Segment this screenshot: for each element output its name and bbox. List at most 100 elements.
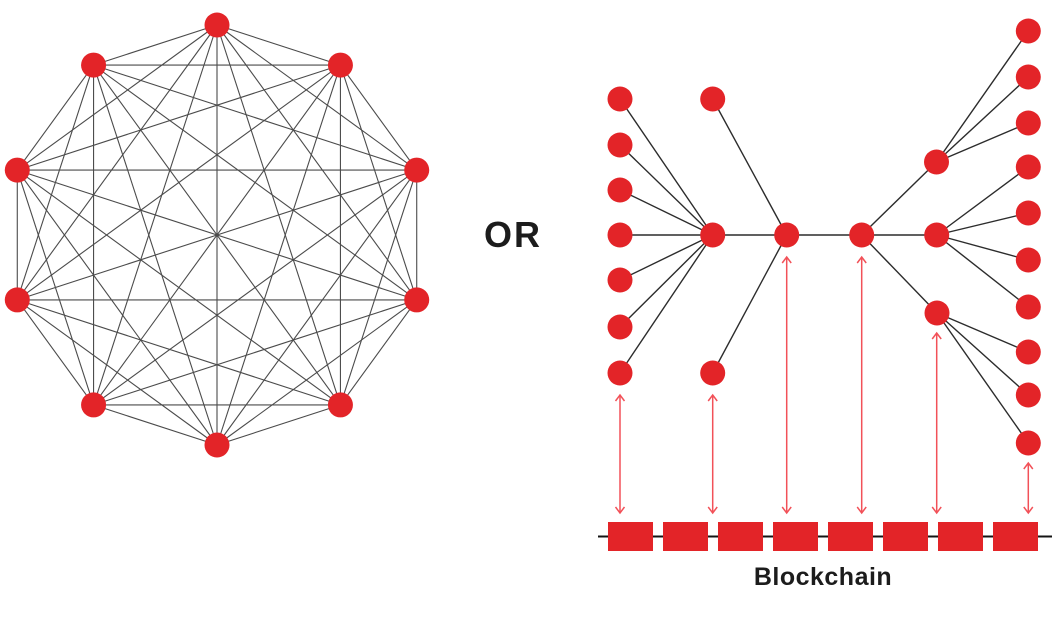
tree-edge [619, 144, 714, 236]
tree-leaf-node [1015, 18, 1041, 44]
mesh-network-diagram [4, 12, 430, 458]
tree-edge [936, 234, 1029, 261]
mesh-edge [216, 24, 418, 301]
sync-arrow-head-up [856, 255, 867, 264]
tree-leaf-node [1015, 154, 1041, 180]
mesh-edge [16, 169, 218, 446]
sync-arrow-head-down [707, 506, 718, 515]
mesh-edge [93, 64, 417, 171]
mesh-edge [16, 169, 341, 406]
tree-leaf-node [607, 86, 633, 112]
tree-leaf-node [607, 267, 633, 293]
mesh-node [327, 52, 353, 78]
tree-edge [936, 212, 1029, 236]
tree-edge [619, 98, 714, 236]
mesh-edge [16, 299, 95, 406]
sync-arrow-head-up [931, 331, 942, 340]
mesh-edge [93, 64, 218, 446]
mesh-edge [17, 299, 341, 406]
tree-hub-node [774, 222, 800, 248]
sync-arrow-head-up [707, 393, 718, 402]
mesh-node [404, 287, 430, 313]
mesh-edge [216, 24, 341, 66]
mesh-node [81, 392, 107, 418]
mesh-edge [216, 169, 418, 446]
or-label: OR [484, 214, 542, 255]
blockchain-block [718, 522, 763, 551]
mesh-edge [93, 64, 418, 301]
blockchain-block [938, 522, 983, 551]
blockchain-block [773, 522, 818, 551]
sync-arrow-head-down [931, 506, 942, 515]
mesh-edge [16, 24, 218, 301]
tree-edge [936, 312, 1029, 396]
tree-leaf-node [607, 314, 633, 340]
sync-arrow-head-up [614, 393, 626, 402]
mesh-edge [339, 299, 418, 406]
mesh-edge [16, 64, 95, 171]
tree-edge [936, 76, 1029, 163]
tree-leaf-node [1015, 382, 1041, 408]
tree-edge [936, 122, 1029, 163]
tree-leaf-node [700, 360, 726, 386]
mesh-node [4, 157, 30, 183]
mesh-node [81, 52, 107, 78]
mesh-node [204, 12, 230, 38]
mesh-node [327, 392, 353, 418]
tree-leaf-node [700, 86, 726, 112]
mesh-edge [93, 64, 341, 406]
tree-edge [936, 312, 1029, 353]
mesh-edge [93, 404, 218, 446]
tree-hub-node [700, 222, 726, 248]
tree-leaf-node [1015, 64, 1041, 90]
tree-leaf-node [607, 177, 633, 203]
tree-edge [619, 234, 714, 374]
blockchain-block [663, 522, 708, 551]
sync-arrow-head-up [1023, 461, 1034, 470]
tree-edge [619, 189, 714, 236]
tree-leaf-node [1015, 200, 1041, 226]
tree-edge [861, 234, 938, 314]
mesh-edge [16, 169, 95, 406]
blockchain-block [608, 522, 653, 551]
tree-leaf-node [607, 222, 633, 248]
sync-arrow-head-down [856, 506, 867, 515]
mesh-edge [216, 404, 341, 446]
blockchain-block [828, 522, 873, 551]
tree-edge [861, 161, 937, 236]
tree-leaf-node [1015, 110, 1041, 136]
sync-arrow-head-down [614, 506, 626, 515]
mesh-node [404, 157, 430, 183]
mesh-edge [93, 24, 218, 66]
tree-edge [619, 234, 714, 328]
mesh-node [204, 432, 230, 458]
mesh-edge [17, 64, 341, 171]
blockchain-block [883, 522, 928, 551]
tree-hub-node [924, 149, 949, 175]
mesh-edge [16, 299, 218, 446]
sync-arrow-head-down [781, 506, 792, 515]
tree-edge [936, 166, 1029, 236]
mesh-node [4, 287, 30, 313]
tree-hub-node [924, 300, 950, 326]
tree-edge [712, 234, 788, 374]
tree-hub-node [849, 222, 875, 248]
sync-arrow-head-down [1023, 506, 1034, 515]
tree-leaf-node [1015, 430, 1041, 456]
tree-leaf-node [1015, 294, 1041, 320]
blockchain-block [993, 522, 1038, 551]
sync-arrow-head-up [781, 255, 792, 264]
tree-edge [935, 30, 1029, 163]
tree-hub-node [924, 222, 950, 248]
tree-edge [936, 312, 1029, 444]
tree-leaf-node [607, 132, 633, 158]
mesh-edge [93, 299, 417, 406]
tree-leaf-node [607, 360, 633, 386]
mesh-edge [339, 64, 418, 171]
blockchain-label: Blockchain [753, 563, 893, 591]
tree-edge [619, 234, 714, 281]
mesh-edge [16, 64, 95, 301]
tree-edge [712, 98, 788, 236]
